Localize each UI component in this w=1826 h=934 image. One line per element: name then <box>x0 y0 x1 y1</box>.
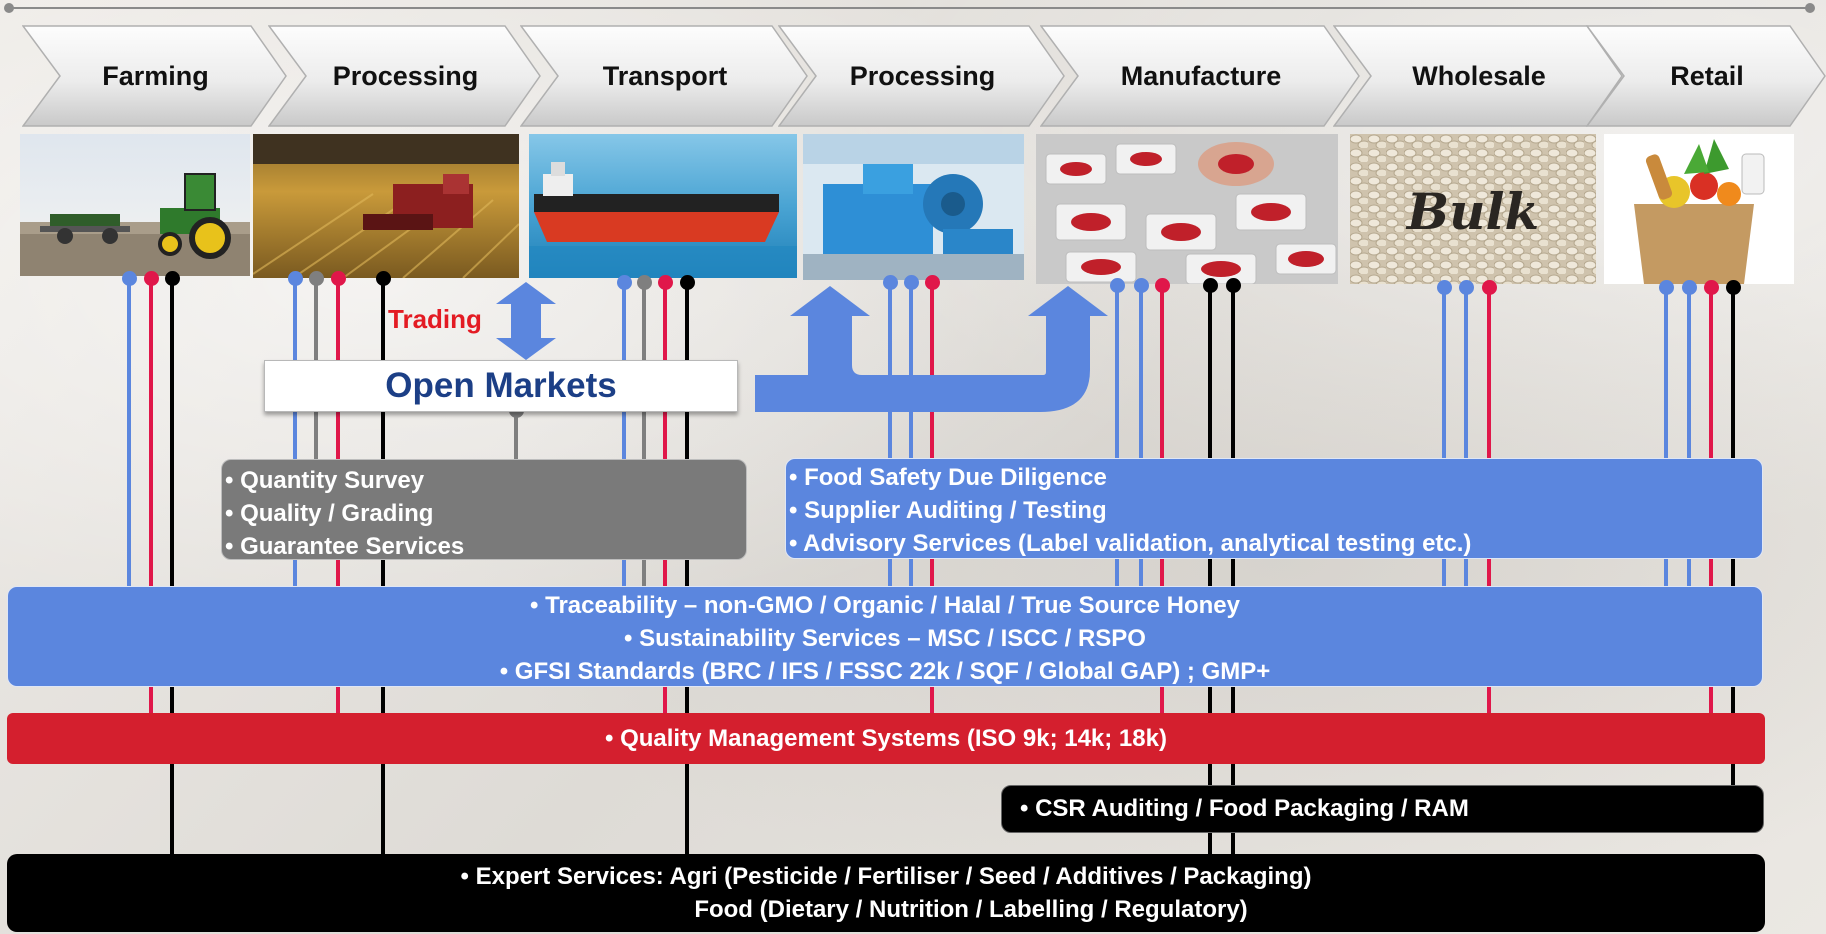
connector-dot <box>308 271 324 286</box>
processing-machine-photo <box>803 134 1024 280</box>
open-markets-box: Open Markets <box>264 360 738 412</box>
connector-dot <box>903 275 919 290</box>
connector-dot <box>1202 278 1218 293</box>
divider-end-dot <box>4 3 14 13</box>
connector-dot <box>143 271 159 286</box>
connector-dot <box>1154 278 1170 293</box>
connector-line <box>1115 285 1119 586</box>
connector-line <box>293 278 297 586</box>
stage-chevron-4: Processing <box>778 25 1065 127</box>
quality-management-band: • Quality Management Systems (ISO 9k; 14… <box>7 713 1765 764</box>
trading-services-box: • Quantity Survey • Quality / Grading • … <box>221 459 747 560</box>
combine-harvester-photo <box>253 134 519 278</box>
connector-dot <box>1109 278 1125 293</box>
stage-label: Manufacture <box>1120 61 1282 91</box>
connector-line <box>381 278 385 860</box>
bulk-text: Bulk <box>1405 182 1539 241</box>
connector-dot <box>636 275 652 290</box>
connector-dot <box>287 271 303 286</box>
connector-line <box>1464 287 1468 586</box>
connector-dot <box>924 275 940 290</box>
stage-chevron-2: Processing <box>268 25 541 127</box>
band-line: • GFSI Standards (BRC / IFS / FSSC 22k /… <box>499 658 1271 685</box>
grocery-bag-photo <box>1604 134 1794 284</box>
box-line: • Quantity Survey <box>225 467 425 494</box>
connector-line <box>127 278 131 586</box>
packaged-food-photo <box>1036 134 1338 284</box>
connector-dot <box>375 271 391 286</box>
connector-dot <box>657 275 673 290</box>
tractor-photo <box>20 134 250 276</box>
band-line: • CSR Auditing / Food Packaging / RAM <box>1020 795 1469 822</box>
connector-dot <box>121 271 137 286</box>
connector-dot <box>1681 280 1697 295</box>
expert-services-band: • Expert Services: Agri (Pesticide / Fer… <box>7 854 1765 932</box>
connector-line <box>685 282 689 860</box>
connector-dot <box>1725 280 1741 295</box>
csr-auditing-band: • CSR Auditing / Food Packaging / RAM <box>1001 785 1764 833</box>
connector-line <box>149 278 153 723</box>
trading-double-arrow <box>496 282 556 360</box>
connector-line <box>1442 287 1446 586</box>
top-divider-line <box>10 7 1810 9</box>
stage-label: Farming <box>102 61 209 91</box>
connector-dot <box>1225 278 1241 293</box>
connector-dot <box>1458 280 1474 295</box>
box-line: • Advisory Services (Label validation, a… <box>789 530 1472 557</box>
connector-dot <box>882 275 898 290</box>
stage-label: Transport <box>602 61 728 91</box>
connector-line <box>622 282 626 586</box>
connector-dot <box>679 275 695 290</box>
connector-dot <box>1703 280 1719 295</box>
stage-label: Processing <box>849 61 996 91</box>
connector-dot <box>330 271 346 286</box>
stage-chevron-3: Transport <box>520 25 808 127</box>
cargo-ship-photo <box>529 134 797 278</box>
stage-label: Processing <box>332 61 479 91</box>
market-flow-arrow <box>755 286 1108 412</box>
connector-line <box>1208 285 1212 860</box>
stage-chevron-1: Farming <box>22 25 287 127</box>
connector-dot <box>1658 280 1674 295</box>
band-line: • Traceability – non-GMO / Organic / Hal… <box>530 592 1240 619</box>
connector-dot <box>1133 278 1149 293</box>
connector-line <box>514 410 518 460</box>
connector-dot <box>1481 280 1497 295</box>
connector-line <box>1139 285 1143 586</box>
connector-dot <box>616 275 632 290</box>
band-line: • Expert Services: Agri (Pesticide / Fer… <box>460 863 1312 890</box>
stage-chevron-5: Manufacture <box>1040 25 1360 127</box>
stage-label: Wholesale <box>1412 61 1546 91</box>
stage-label: Retail <box>1670 61 1744 91</box>
stage-chevron-7: Retail <box>1586 25 1826 127</box>
divider-end-dot <box>1805 3 1815 13</box>
box-line: • Food Safety Due Diligence <box>789 464 1107 491</box>
trading-label: Trading <box>388 304 482 334</box>
box-line: • Quality / Grading <box>225 500 434 527</box>
connector-line <box>170 278 174 860</box>
connector-line <box>1231 285 1235 860</box>
connector-line <box>1664 287 1668 586</box>
connector-dot <box>164 271 180 286</box>
connector-dot <box>1436 280 1452 295</box>
band-line: • Quality Management Systems (ISO 9k; 14… <box>605 725 1167 752</box>
connector-line <box>642 282 646 586</box>
connector-line <box>888 282 892 586</box>
band-line: • Sustainability Services – MSC / ISCC /… <box>624 625 1146 652</box>
box-line: • Supplier Auditing / Testing <box>789 497 1107 524</box>
bulk-beans-photo: Bulk <box>1350 134 1596 284</box>
stage-chevron-6: Wholesale <box>1333 25 1623 127</box>
traceability-band: • Traceability – non-GMO / Organic / Hal… <box>7 586 1763 687</box>
connector-line <box>909 282 913 586</box>
connector-line <box>1687 287 1691 586</box>
food-safety-services-box: • Food Safety Due Diligence • Supplier A… <box>785 458 1763 559</box>
box-line: • Guarantee Services <box>225 533 465 560</box>
band-line: Food (Dietary / Nutrition / Labelling / … <box>694 896 1248 923</box>
